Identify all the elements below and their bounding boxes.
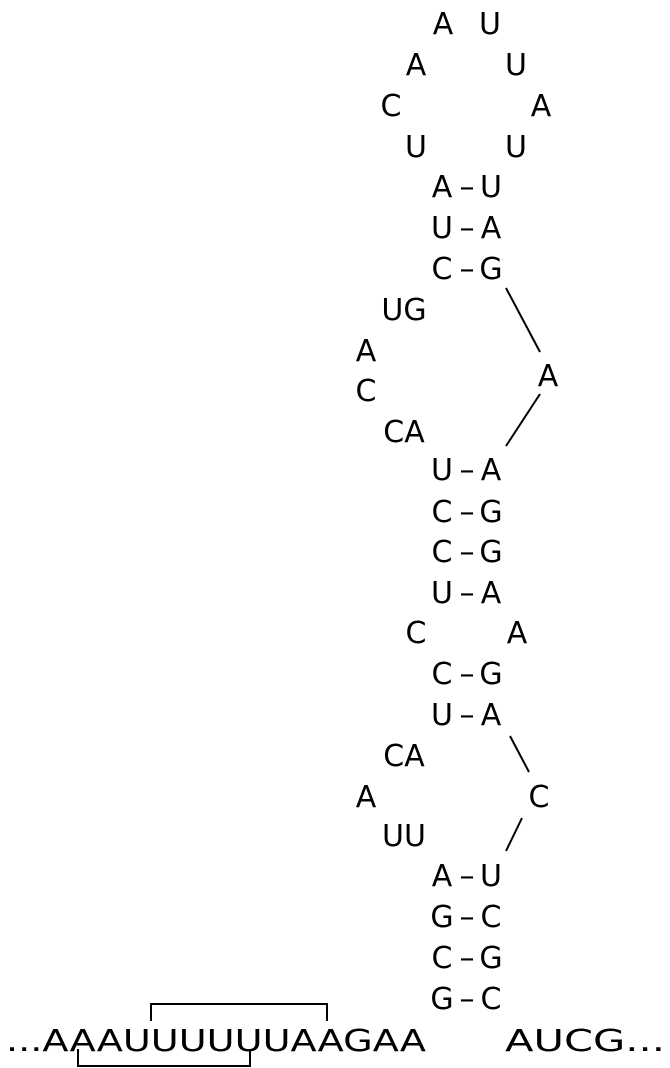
upper-stem: A – U U – A C – G [431, 170, 503, 287]
loop-nucleotide: A [356, 334, 377, 369]
bulge-nucleotide: A [538, 359, 559, 394]
middle-stem: U – A C – G C – G U – A [431, 453, 503, 611]
base-right: G [479, 252, 502, 287]
pair-dash: – [460, 170, 475, 205]
pair-dash: – [460, 900, 475, 935]
base-right: G [479, 495, 502, 530]
loop-nucleotide: A [356, 780, 377, 815]
base-right: A [481, 576, 502, 611]
loop-nucleotide: C [356, 374, 377, 409]
base-left: C [432, 657, 453, 692]
base-right: A [481, 211, 502, 246]
base-left: C [432, 495, 453, 530]
pair-dash: – [460, 252, 475, 287]
loop-nucleotide: U [479, 7, 501, 42]
lower-stem: A – U G – C C – G G – C [430, 859, 502, 1017]
hairpin-loop: A A C U U U A U [381, 7, 552, 165]
backbone-connector [505, 393, 541, 447]
base-right: A [481, 698, 502, 733]
pair-dash: – [460, 211, 475, 246]
linear-sequence: ...AAAUUUUUUAAGAA AUCG... [6, 1024, 665, 1059]
pair-dash: – [460, 535, 475, 570]
base-left: U [431, 453, 453, 488]
backbone-connector [505, 817, 523, 852]
base-left: A [432, 859, 453, 894]
base-right: G [479, 657, 502, 692]
base-left: A [432, 170, 453, 205]
base-right: C [481, 982, 502, 1017]
base-pair: U – A [431, 453, 502, 488]
base-pair: G – C [430, 982, 501, 1017]
base-pair: A – U [432, 170, 502, 205]
base-left: C [432, 535, 453, 570]
base-left: C [432, 941, 453, 976]
base-left: G [430, 982, 453, 1017]
bulge-nucleotide: C [529, 780, 550, 815]
backbone-connector [505, 287, 541, 353]
sequence-right: AUCG... [505, 1024, 665, 1059]
loop-nucleotide: U [505, 130, 527, 165]
base-left: C [432, 252, 453, 287]
mismatch: C A [406, 616, 528, 651]
loop-nucleotide: CA [383, 739, 425, 774]
base-pair: A – U [432, 859, 502, 894]
pair-dash: – [460, 657, 475, 692]
loop-nucleotide: A [433, 7, 454, 42]
base-left: G [430, 900, 453, 935]
base-pair: C – G [432, 495, 503, 530]
pair-dash: – [460, 698, 475, 733]
loop-nucleotide: CA [383, 415, 425, 450]
pair-dash: – [460, 576, 475, 611]
base-right: G [479, 535, 502, 570]
base-right: U [480, 170, 502, 205]
loop-nucleotide: U [405, 130, 427, 165]
base-pair: C – G [432, 535, 503, 570]
pair-dash: – [460, 982, 475, 1017]
loop-nucleotide: C [381, 89, 402, 124]
base-left: U [431, 576, 453, 611]
pair-dash: – [460, 495, 475, 530]
base-right: C [481, 900, 502, 935]
base-right: U [480, 859, 502, 894]
base-pair: U – A [431, 576, 502, 611]
loop-nucleotide: UG [381, 293, 426, 328]
loop-nucleotide: A [406, 48, 427, 83]
loop-nucleotide: A [531, 89, 552, 124]
base-left: U [431, 698, 453, 733]
base-right: G [479, 941, 502, 976]
loop-nucleotide: U [505, 48, 527, 83]
base-pair: U – A [431, 211, 502, 246]
mismatch-right: A [507, 616, 528, 651]
lower-internal-loop: CA A UU C [356, 735, 550, 854]
base-pair: C – G [432, 941, 503, 976]
base-left: U [431, 211, 453, 246]
base-right: A [481, 453, 502, 488]
pair-dash: – [460, 941, 475, 976]
pair-dash: – [460, 859, 475, 894]
upper-bracket [150, 1003, 328, 1021]
base-pair: C – G [432, 252, 503, 287]
mismatch-left: C [406, 616, 427, 651]
lower-bracket [77, 1049, 251, 1067]
loop-nucleotide: UU [382, 819, 426, 854]
backbone-connector [509, 735, 530, 773]
upper-internal-loop: UG A C CA A [356, 287, 559, 450]
base-pair: U – A [431, 698, 502, 733]
base-pair: G – C [430, 900, 501, 935]
sequence-left: ...AAAUUUUUUAAGAA [6, 1024, 427, 1059]
base-pair: C – G [432, 657, 503, 692]
middle-stem-2: C – G U – A [431, 657, 503, 733]
pair-dash: – [460, 453, 475, 488]
